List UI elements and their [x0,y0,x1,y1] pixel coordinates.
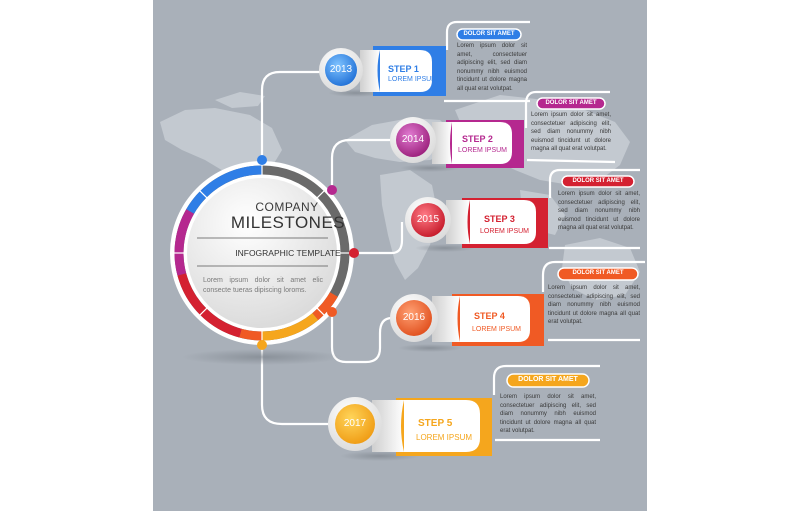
step-4-sub: LOREM IPSUM [472,326,522,333]
step-4-badge [557,267,639,281]
step-1-badge-text: DOLOR SIT AMET [463,31,515,37]
step-5-year: 2017 [343,418,367,429]
step-1-paragraph: Lorem ipsum dolor sit amet, consectetuer… [457,43,527,92]
step-2-sub: LOREM IPSUM [458,147,508,154]
step-3-paragraph: Lorem ipsum dolor sit amet, consectetuer… [558,191,640,231]
ring-tick [199,307,208,316]
step-2-badge [536,97,606,110]
ring-segment [174,209,195,276]
step-2-year: 2014 [401,134,425,145]
step-4-year: 2016 [402,312,426,323]
step-1-graphic [319,28,522,97]
dot-amber [257,340,267,350]
step-1-year: 2013 [329,64,353,75]
title-milestones: MILESTONES [230,213,346,232]
ring-segment [239,328,263,341]
step-5-paragraph: Lorem ipsum dolor sit amet, consectetuer… [500,394,596,434]
step-4-paragraph: Lorem ipsum dolor sit amet, consectetuer… [548,285,640,325]
step-3-badge-text: DOLOR SIT AMET [572,178,624,184]
dot-magenta [327,185,337,195]
step-3-label: STEP 3 [484,214,515,224]
step-5-graphic [328,373,590,461]
dot-orange [327,307,337,317]
step-3-sub: LOREM IPSUM [480,228,530,235]
step-3-year: 2015 [416,214,440,225]
title-company: COMPANY [255,200,319,214]
ring-segment [261,313,319,341]
step-1-badge [456,28,522,41]
title-body: Lorem ipsum dolor sit amet elic consecte… [203,277,323,294]
dot-red [349,248,359,258]
step-3-graphic [405,175,635,252]
title-subtitle: INFOGRAPHIC TEMPLATE [235,248,341,258]
step-5-sub: LOREM IPSUM [416,433,473,442]
step-2-label: STEP 2 [462,134,493,144]
ring-segment [186,165,263,214]
step-5-label: STEP 5 [418,418,453,429]
step-5-badge [506,373,590,388]
ring-tick [316,190,325,199]
step-4-graphic [390,267,639,352]
step-1-sub: LOREM IPSUM [388,76,438,83]
step-4-badge-text: DOLOR SIT AMET [572,270,624,276]
ring-segments [174,165,350,341]
step-2-graphic [390,97,606,172]
connector-lines [260,20,645,442]
step-4-label: STEP 4 [474,311,505,321]
step-3-badge [561,175,635,188]
ring-segment [312,292,338,321]
step-5-badge-text: DOLOR SIT AMET [518,376,578,383]
ring-tick [316,307,325,316]
step-2-badge-text: DOLOR SIT AMET [545,100,597,106]
main-circle-inner [187,178,337,328]
step-2-paragraph: Lorem ipsum dolor sit amet, consectetuer… [531,112,611,152]
step-1-label: STEP 1 [388,64,419,74]
dot-blue [257,155,267,165]
ring-tick [199,190,208,199]
